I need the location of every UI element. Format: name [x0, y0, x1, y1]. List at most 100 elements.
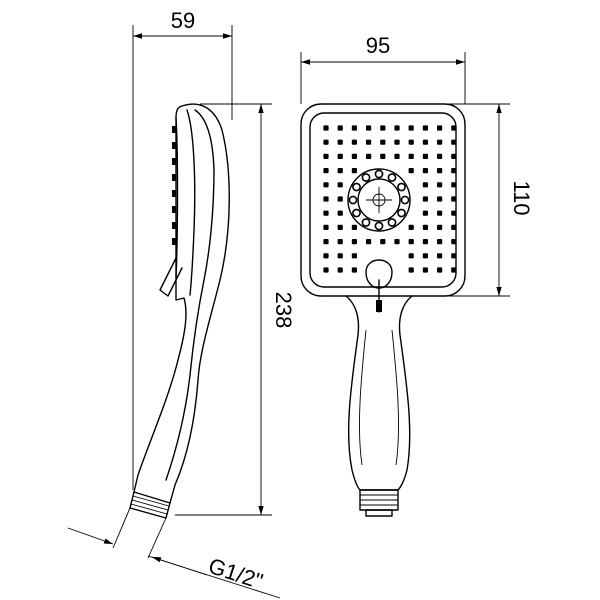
ring-nozzle [374, 221, 384, 231]
nozzle-dot [437, 196, 443, 202]
nozzle-dot [422, 125, 428, 131]
nozzle-dot [323, 153, 329, 159]
front-view: 95 110 [300, 33, 534, 517]
nozzle-dot [351, 253, 357, 259]
nozzle-dot [451, 125, 457, 131]
nozzle-dot [380, 153, 386, 159]
side-inner-contour [165, 109, 215, 481]
nozzle-dot [437, 182, 443, 188]
nozzle-dot [437, 125, 443, 131]
side-face-line [186, 109, 196, 296]
thread-dimension: G1/2" [67, 507, 281, 599]
side-view: 59 238 G1/2" [67, 8, 296, 599]
nozzle-dot [351, 139, 357, 145]
nozzle-dot [337, 125, 343, 131]
dimension-238: 238 [175, 103, 296, 516]
nozzle-dot [451, 168, 457, 174]
nozzle-dot [451, 210, 457, 216]
nozzle-dot [323, 224, 329, 230]
nozzle-dot [323, 253, 329, 259]
dimension-110: 110 [440, 103, 534, 297]
front-center-spray [347, 168, 411, 232]
ring-nozzle [361, 218, 371, 227]
ring-nozzle [387, 218, 397, 227]
nozzle-dot [408, 253, 414, 259]
front-handle-inner [359, 329, 399, 466]
dimension-59-label: 59 [171, 8, 195, 33]
dimension-110-label: 110 [509, 180, 534, 215]
front-head-outer [300, 103, 466, 297]
nozzle-dot [337, 224, 343, 230]
nozzle-dot [422, 239, 428, 245]
ring-nozzle [352, 182, 361, 192]
nozzle-dot [437, 253, 443, 259]
nozzle-dot [351, 224, 357, 230]
nozzle-dot [408, 139, 414, 145]
nozzle-dot [422, 182, 428, 188]
nozzle-dot [380, 125, 386, 131]
ring-nozzle [387, 173, 397, 182]
nozzle-dot [351, 153, 357, 159]
nozzle-dot [351, 239, 357, 245]
ring-nozzle [352, 208, 361, 218]
nozzle-dot [408, 224, 414, 230]
nozzle-dot [451, 253, 457, 259]
nozzle-dot [394, 239, 400, 245]
ring-nozzle [348, 195, 358, 205]
nozzle-dot [394, 125, 400, 131]
nozzle-dot [408, 125, 414, 131]
nozzle-dot [408, 153, 414, 159]
nozzle-dot [422, 224, 428, 230]
side-selector-lever [159, 257, 183, 297]
dimension-59: 59 [132, 8, 233, 490]
nozzle-dot [337, 139, 343, 145]
nozzle-dot [323, 239, 329, 245]
nozzle-dot [337, 153, 343, 159]
nozzle-dot [394, 153, 400, 159]
nozzle-dot [437, 210, 443, 216]
dimension-238-label: 238 [271, 292, 296, 329]
nozzle-dot [451, 267, 457, 273]
nozzle-dot [337, 239, 343, 245]
nozzle-dot [323, 139, 329, 145]
nozzle-dot [366, 239, 372, 245]
front-nozzle-grid [323, 125, 457, 273]
side-nozzles [172, 126, 176, 245]
front-selector-knob [365, 259, 393, 313]
nozzle-dot [408, 168, 414, 174]
ring-nozzle [397, 182, 406, 192]
nozzle-dot [437, 139, 443, 145]
nozzle-dot [437, 168, 443, 174]
nozzle-dot [422, 253, 428, 259]
nozzle-dot [351, 267, 357, 273]
nozzle-dot [408, 267, 414, 273]
nozzle-dot [422, 267, 428, 273]
nozzle-dot [451, 153, 457, 159]
nozzle-dot [437, 267, 443, 273]
nozzle-dot [323, 267, 329, 273]
nozzle-dot [437, 153, 443, 159]
nozzle-dot [337, 253, 343, 259]
nozzle-dot [366, 139, 372, 145]
nozzle-dot [337, 267, 343, 273]
nozzle-dot [337, 168, 343, 174]
nozzle-dot [366, 125, 372, 131]
nozzle-dot [422, 139, 428, 145]
nozzle-dot [323, 182, 329, 188]
nozzle-dot [337, 196, 343, 202]
front-handle [345, 295, 413, 491]
nozzle-dot [323, 210, 329, 216]
nozzle-dot [422, 168, 428, 174]
nozzle-dot [323, 125, 329, 131]
nozzle-dot [451, 196, 457, 202]
nozzle-dot [451, 224, 457, 230]
side-body-outline [133, 103, 230, 504]
nozzle-dot [323, 168, 329, 174]
dimension-95: 95 [300, 33, 466, 104]
nozzle-dot [323, 196, 329, 202]
center-ring-dots [348, 169, 410, 231]
nozzle-dot [451, 239, 457, 245]
nozzle-dot [337, 182, 343, 188]
nozzle-dot [351, 125, 357, 131]
